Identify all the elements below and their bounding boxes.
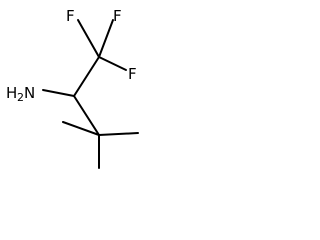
chemical-structure: F F F H 2 N — [6, 7, 139, 169]
bond-c2-c3 — [73, 95, 100, 136]
amine-subscript-label: 2 — [17, 91, 24, 104]
fluorine-label-left: F — [66, 7, 75, 25]
bond-c1-f-top — [98, 19, 114, 58]
amine-n-label: N — [24, 84, 35, 102]
bond-c1-f-left — [77, 19, 100, 58]
bond-c3-methyl-right — [98, 132, 139, 136]
bond-c1-c2 — [73, 56, 100, 97]
bond-c1-f-right — [98, 56, 127, 71]
bond-c3-methyl-left — [62, 121, 100, 136]
amine-h-label: H — [6, 84, 17, 102]
fluorine-label-right: F — [128, 65, 137, 83]
fluorine-label-top: F — [113, 7, 122, 25]
bond-c2-n — [42, 89, 75, 97]
